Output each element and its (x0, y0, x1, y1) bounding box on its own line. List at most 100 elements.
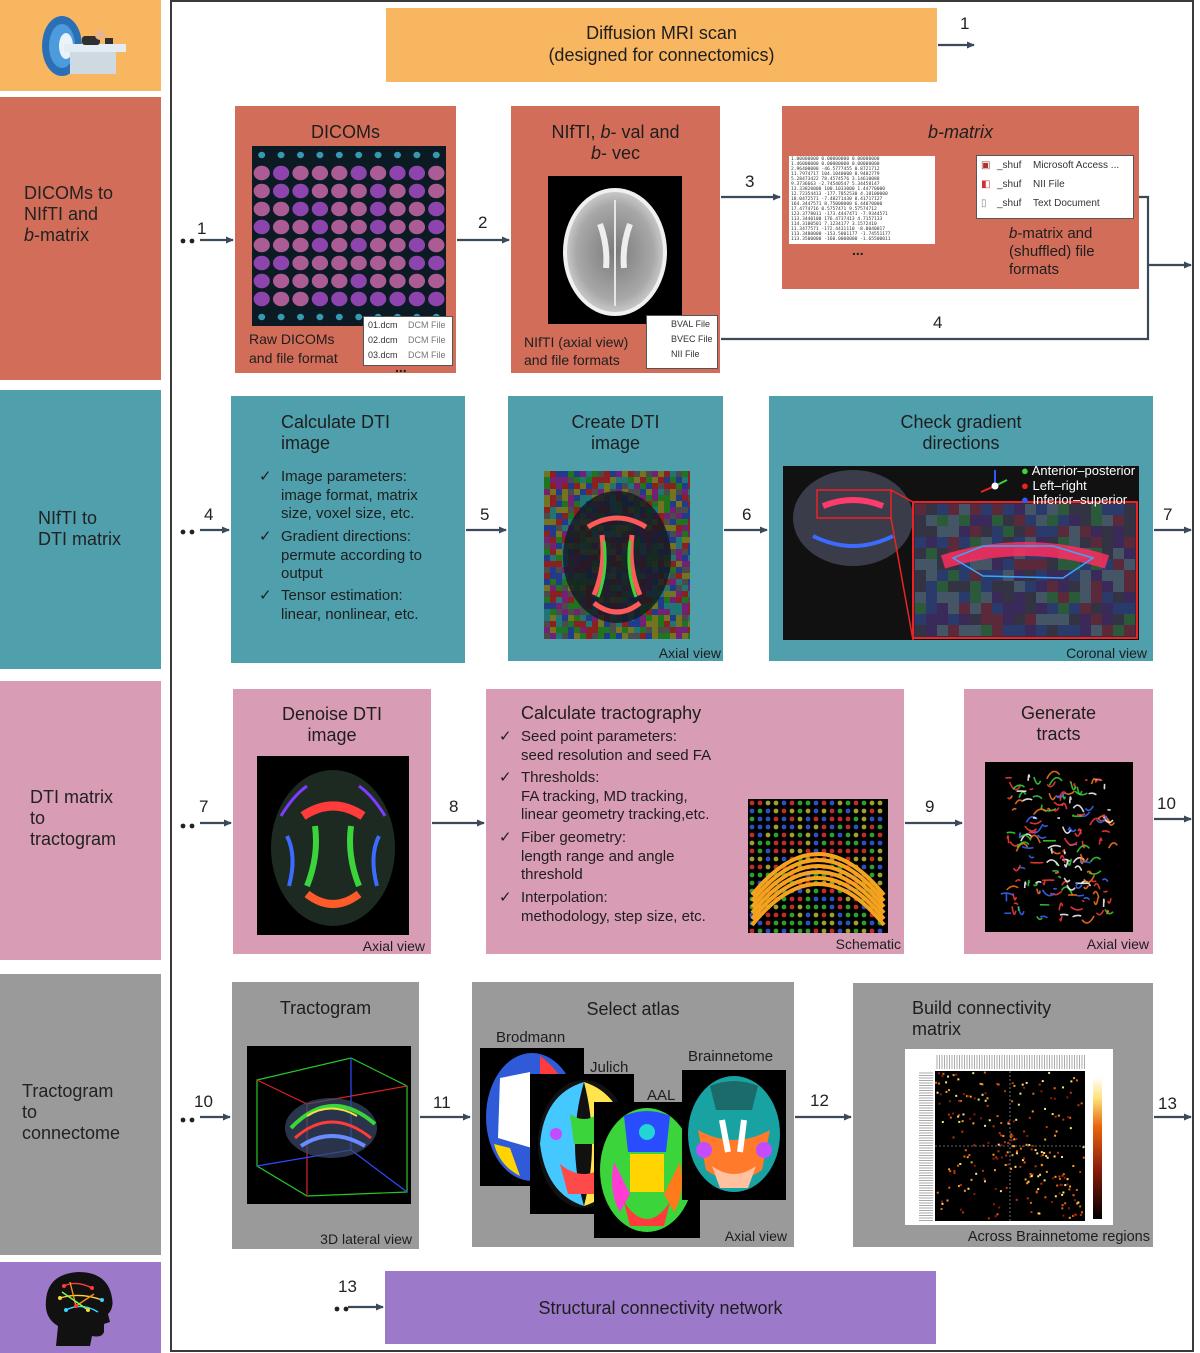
nifti-file-list: BVAL File BVEC File NII File (646, 315, 718, 369)
connmatrix-caption: Across Brainnetome regions (968, 1229, 1150, 1246)
stage-dicom-sidebar: DICOMs to NIfTI and b-matrix (0, 97, 161, 380)
gradient-legend: ● Anterior–posterior ● Left–right ● Infe… (1021, 464, 1135, 508)
check-gradient-caption: Coronal view (1066, 645, 1147, 662)
calc-dti-item: ✓ Tensor estimation:linear, nonlinear, e… (281, 587, 419, 624)
step-number: 11 (433, 1093, 451, 1113)
check-gradient-title-line1: Check gradient (769, 412, 1153, 433)
step-number: 2 (478, 213, 487, 233)
tractogram-title: Tractogram (232, 998, 419, 1019)
connmatrix-title-line2: matrix (912, 1019, 1153, 1040)
sidebar-row2-line3: b-matrix (24, 225, 113, 246)
dicoms-caption-line2: and file format (249, 350, 338, 367)
nifti-file-row: BVEC File (647, 331, 717, 346)
create-dti-title-line1: Create DTI (508, 412, 723, 433)
sidebar-row5-line1: Tractogram (22, 1081, 120, 1102)
dti-noisy-axial-image (544, 471, 690, 639)
check-gradient-box: Check gradient directions ● Anterior–pos… (769, 396, 1153, 661)
calc-dti-item: ✓ Image parameters:image format, matrixs… (281, 468, 418, 524)
stage-dti-sidebar: DTI matrix to tractogram (0, 681, 161, 960)
file-type: DCM File (408, 335, 448, 345)
scan-title-line2: (designed for connectomics) (386, 45, 937, 66)
nii-file-icon: ◧ (981, 179, 997, 190)
file-type: BVAL File (651, 319, 713, 329)
atlas-caption: Axial view (725, 1228, 787, 1245)
dicoms-ellipsis: ... (395, 359, 407, 376)
step-number: 8 (449, 797, 458, 817)
bmatrix-file-row: ▣_shufMicrosoft Access ... (977, 156, 1133, 175)
generate-tracts-title-line2: tracts (964, 724, 1153, 745)
calc-dti-title-line1: Calculate DTI (281, 412, 465, 433)
sidebar-row5-line3: connectome (22, 1123, 120, 1144)
sidebar-row5-line2: to (22, 1102, 120, 1123)
step-number: 13 (1158, 1094, 1177, 1114)
create-dti-caption: Axial view (659, 645, 721, 662)
stage-network-sidebar (0, 1262, 161, 1353)
step-number: 3 (745, 172, 754, 192)
sidebar-row4-line1: DTI matrix (30, 787, 116, 808)
legend-item: ● Anterior–posterior (1021, 464, 1135, 479)
scan-title-line1: Diffusion MRI scan (386, 23, 937, 44)
access-file-icon: ▣ (981, 160, 997, 171)
mri-scanner-icon (20, 6, 140, 86)
bmatrix-box: b-matrix 1.00000000 0.00000000 0.0000000… (782, 106, 1139, 289)
file-name: _shuf (997, 160, 1033, 171)
step-number: 1 (960, 14, 969, 34)
nifti-box: NIfTI, b- val and b- vec NIfTI (axial vi… (511, 106, 720, 373)
calc-dti-item: ✓ Gradient directions:permute according … (281, 528, 422, 584)
stage-scan-sidebar (0, 0, 161, 91)
stage-nifti-sidebar: NIfTI to DTI matrix (0, 390, 161, 669)
bmatrix-caption: b-matrix and (shuffled) file formats (1009, 225, 1095, 279)
bmatrix-title: b-matrix (782, 122, 1139, 143)
step-number: 4 (204, 505, 213, 525)
sidebar-row3-line1: NIfTI to (38, 508, 121, 529)
checkmark-icon: ✓ (259, 587, 272, 606)
nifti-title-line1: NIfTI, b- val and (511, 122, 720, 143)
step-number: 6 (742, 505, 751, 525)
file-type: Text Document (1033, 198, 1129, 209)
structural-network-box: Structural connectivity network (385, 1271, 936, 1344)
tractography-item: ✓ Thresholds:FA tracking, MD tracking,li… (521, 769, 709, 825)
generate-tracts-caption: Axial view (1087, 936, 1149, 953)
diffusion-scan-box: Diffusion MRI scan (designed for connect… (386, 8, 937, 82)
step-number: 4 (933, 313, 942, 333)
tractography-title: Calculate tractography (521, 703, 904, 724)
step-number: 5 (480, 505, 489, 525)
sidebar-row2-line1: DICOMs to (24, 183, 113, 204)
axis-gizmo-icon (981, 470, 1007, 492)
dicoms-title: DICOMs (235, 122, 456, 143)
legend-dot: ● (1021, 463, 1029, 478)
file-type: NII File (651, 349, 713, 359)
atlas-label-brainnetome: Brainnetome (688, 1048, 773, 1065)
calc-dti-box: Calculate DTI image ✓ Image parameters:i… (231, 396, 465, 663)
atlas-title: Select atlas (472, 999, 794, 1020)
connectivity-matrix-box: Build connectivity matrix Across Brainne… (853, 983, 1153, 1247)
brainnetome-atlas-image (682, 1070, 786, 1200)
network-title: Structural connectivity network (385, 1298, 936, 1319)
file-name: _shuf (997, 198, 1033, 209)
tractogram-3d-image (247, 1046, 411, 1204)
nifti-title-line2: b- vec (511, 143, 720, 164)
atlas-box: Select atlas Brodmann Julich AAL Brainne… (472, 982, 794, 1247)
tractography-box: Calculate tractography ✓ Seed point para… (486, 689, 904, 954)
nifti-file-row: NII File (647, 346, 717, 361)
dicoms-caption-line1: Raw DICOMs (249, 331, 335, 348)
step-number: 7 (1163, 505, 1172, 525)
file-name: _shuf (997, 179, 1033, 190)
tractography-item: ✓ Interpolation:methodology, step size, … (521, 889, 706, 926)
step-number: 10 (194, 1092, 213, 1112)
denoised-dti-image (257, 756, 409, 935)
file-name: 01.dcm (368, 320, 408, 330)
tractography-item: ✓ Fiber geometry:length range and anglet… (521, 829, 674, 885)
create-dti-box: Create DTI image Axial view (508, 396, 723, 661)
generate-tracts-box: Generate tracts Axial view (964, 689, 1153, 954)
step-number: 13 (338, 1277, 357, 1297)
sidebar-row2-line2: NIfTI and (24, 204, 113, 225)
checkmark-icon: ✓ (499, 769, 512, 788)
atlas-label-brodmann: Brodmann (496, 1029, 565, 1046)
check-gradient-title-line2: directions (769, 433, 1153, 454)
file-type: DCM File (408, 320, 448, 330)
